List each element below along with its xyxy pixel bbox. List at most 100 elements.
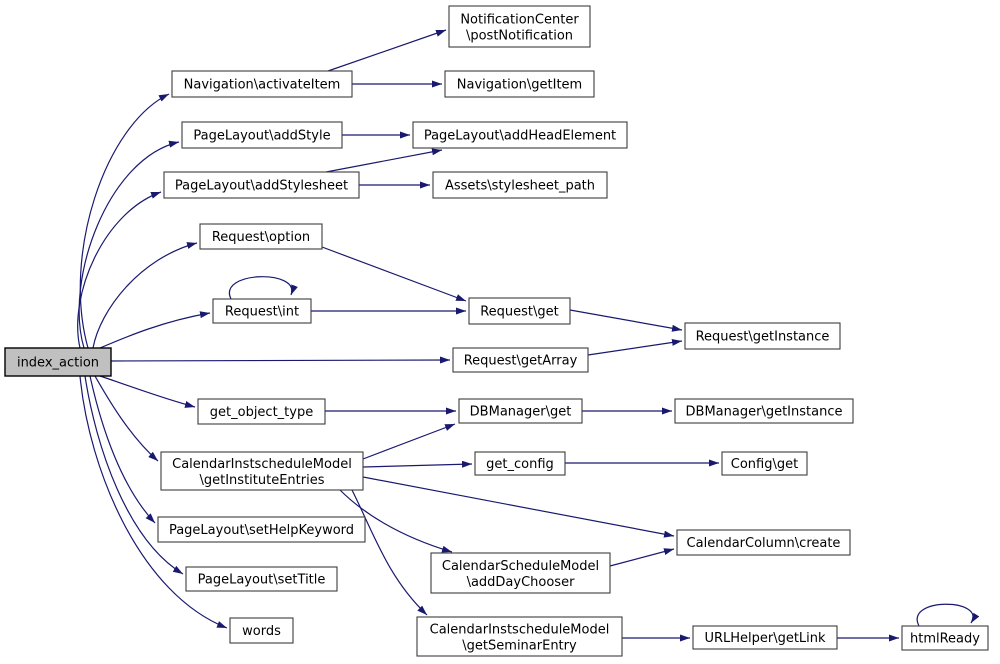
node-label-req_getinst: Request\getInstance — [696, 330, 830, 345]
node-box-db_getinst[interactable] — [674, 398, 854, 424]
node-box-pl_addhead[interactable] — [412, 121, 628, 149]
node-box-req_option[interactable] — [199, 223, 323, 250]
node-box-req_int[interactable] — [212, 298, 312, 324]
node-config_get[interactable]: Config\get — [721, 451, 808, 476]
node-label-line: DBManager\get — [470, 405, 572, 420]
node-pl_settitle[interactable]: PageLayout\setTitle — [185, 566, 338, 592]
node-label-line: URLHelper\getLink — [704, 631, 826, 646]
node-label-req_get: Request\get — [480, 305, 559, 320]
node-box-words[interactable] — [229, 617, 294, 644]
node-req_int[interactable]: Request\int — [212, 298, 312, 324]
node-pl_addsheet[interactable]: PageLayout\addStylesheet — [163, 171, 360, 199]
node-box-db_get[interactable] — [458, 398, 583, 424]
node-label-nav_activate: Navigation\activateItem — [184, 78, 341, 93]
node-get_config[interactable]: get_config — [474, 451, 566, 476]
node-label-line: CalendarInstscheduleModel — [430, 623, 610, 638]
node-assets_path[interactable]: Assets\stylesheet_path — [432, 171, 608, 199]
node-words[interactable]: words — [229, 617, 294, 644]
node-nav_activate[interactable]: Navigation\activateItem — [171, 70, 353, 98]
node-label-line: \postNotification — [466, 29, 573, 44]
node-db_getinst[interactable]: DBManager\getInstance — [674, 398, 854, 424]
node-box-html_ready[interactable] — [901, 625, 989, 651]
edge-index_action-pl_settitle — [84, 375, 184, 575]
node-req_getinst[interactable]: Request\getInstance — [684, 322, 841, 350]
node-label-line: Request\option — [212, 230, 310, 245]
node-label-config_get: Config\get — [731, 457, 798, 472]
node-label-req_int: Request\int — [225, 305, 299, 320]
node-label-line: PageLayout\addHeadElement — [424, 129, 616, 144]
node-box-req_getinst[interactable] — [684, 322, 841, 350]
edge-index_action-pl_helpkw — [89, 375, 156, 524]
node-label-url_getlink: URLHelper\getLink — [704, 631, 826, 646]
node-box-inst_getsem[interactable] — [416, 616, 623, 657]
node-box-notif_post[interactable] — [448, 5, 591, 48]
node-label-col_create: CalendarColumn\create — [687, 536, 841, 551]
node-box-pl_settitle[interactable] — [185, 566, 338, 592]
node-inst_entries[interactable]: CalendarInstscheduleModel\getInstituteEn… — [160, 451, 364, 491]
edge-index_action-get_object_type — [99, 375, 196, 408]
edge-req_get-req_getinst — [569, 309, 683, 332]
node-nav_getitem[interactable]: Navigation\getItem — [444, 70, 595, 98]
node-label-line: Request\getArray — [464, 354, 578, 369]
node-label-line: PageLayout\addStylesheet — [175, 179, 348, 194]
node-label-line: Navigation\getItem — [457, 78, 582, 93]
node-box-pl_addstyle[interactable] — [181, 121, 343, 149]
edge-inst_entries-get_config — [362, 460, 473, 468]
node-label-html_ready: htmlReady — [910, 632, 980, 647]
node-box-nav_getitem[interactable] — [444, 70, 595, 98]
node-pl_addhead[interactable]: PageLayout\addHeadElement — [412, 121, 628, 149]
node-url_getlink[interactable]: URLHelper\getLink — [692, 625, 838, 650]
node-box-assets_path[interactable] — [432, 171, 608, 199]
edge-index_action-inst_entries — [94, 375, 159, 462]
edge-nav_activate-notif_post — [327, 29, 447, 72]
node-label-line: \addDayChooser — [467, 575, 576, 590]
node-label-get_config: get_config — [486, 457, 554, 472]
node-box-url_getlink[interactable] — [692, 625, 838, 650]
node-box-nav_activate[interactable] — [171, 70, 353, 98]
node-box-inst_entries[interactable] — [160, 451, 364, 491]
node-html_ready[interactable]: htmlReady — [901, 625, 989, 651]
edge-inst_entries-col_create — [362, 476, 675, 538]
node-box-get_config[interactable] — [474, 451, 566, 476]
edge-req_option-req_get — [321, 246, 467, 302]
node-label-line: get_object_type — [210, 405, 313, 420]
node-label-db_get: DBManager\get — [470, 405, 572, 420]
node-box-pl_addsheet[interactable] — [163, 171, 360, 199]
node-label-db_getinst: DBManager\getInstance — [686, 405, 843, 420]
node-label-pl_addstyle: PageLayout\addStyle — [193, 129, 330, 144]
node-box-get_object_type[interactable] — [197, 398, 326, 425]
node-get_object_type[interactable]: get_object_type — [197, 398, 326, 425]
node-sched_addday[interactable]: CalendarScheduleModel\addDayChooser — [430, 552, 611, 594]
node-label-sched_addday: CalendarScheduleModel\addDayChooser — [442, 559, 599, 590]
node-box-col_create[interactable] — [676, 529, 851, 556]
node-pl_addstyle[interactable]: PageLayout\addStyle — [181, 121, 343, 149]
node-db_get[interactable]: DBManager\get — [458, 398, 583, 424]
node-label-line: DBManager\getInstance — [686, 405, 843, 420]
node-label-line: Config\get — [731, 457, 798, 472]
edge-index_action-req_int — [99, 311, 211, 349]
node-label-pl_settitle: PageLayout\setTitle — [198, 573, 326, 588]
edge-index_action-req_getarray — [110, 356, 451, 364]
node-box-req_get[interactable] — [468, 297, 571, 325]
node-req_getarray[interactable]: Request\getArray — [452, 347, 589, 373]
node-box-pl_helpkw[interactable] — [157, 516, 366, 543]
node-col_create[interactable]: CalendarColumn\create — [676, 529, 851, 556]
node-inst_getsem[interactable]: CalendarInstscheduleModel\getSeminarEntr… — [416, 616, 623, 657]
node-box-sched_addday[interactable] — [430, 552, 611, 594]
node-req_get[interactable]: Request\get — [468, 297, 571, 325]
node-index_action[interactable]: index_action — [4, 347, 112, 377]
node-label-notif_post: NotificationCenter\postNotification — [460, 13, 579, 44]
edge-sched_addday-col_create — [609, 548, 675, 567]
node-box-index_action[interactable] — [4, 347, 112, 377]
node-pl_helpkw[interactable]: PageLayout\setHelpKeyword — [157, 516, 366, 543]
node-box-config_get[interactable] — [721, 451, 808, 476]
edge-index_action-req_option — [92, 242, 198, 349]
node-req_option[interactable]: Request\option — [199, 223, 323, 250]
node-label-index_action: index_action — [17, 356, 99, 371]
node-box-req_getarray[interactable] — [452, 347, 589, 373]
node-label-line: NotificationCenter — [460, 13, 579, 28]
node-label-line: PageLayout\setHelpKeyword — [169, 523, 354, 538]
node-notif_post[interactable]: NotificationCenter\postNotification — [448, 5, 591, 48]
